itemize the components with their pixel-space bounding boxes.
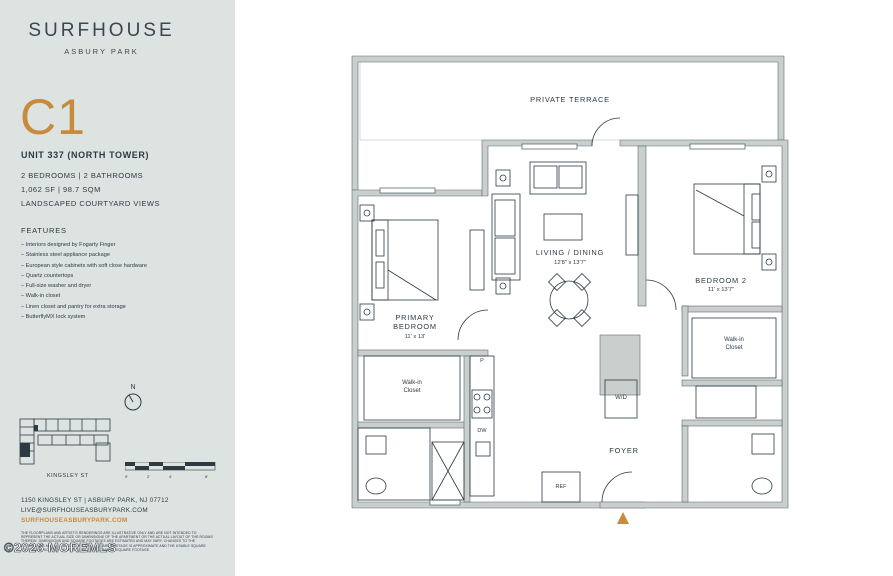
room-label-primary-1: PRIMARY xyxy=(395,313,435,322)
feature-item: – ButterflyMX lock system xyxy=(21,314,86,321)
brand-location: ASBURY PARK xyxy=(64,47,139,56)
room-dim-living: 12'8" x 13'7" xyxy=(554,260,586,266)
closet-label-1: Walk-in xyxy=(402,380,422,386)
feature-item: – Walk-in closet xyxy=(21,293,61,300)
room-label-primary-2: BEDROOM xyxy=(393,322,437,331)
scale-tick: 0' xyxy=(125,474,128,479)
unit-size: 1,062 SF | 98.7 SQM xyxy=(21,185,101,194)
feature-item: – Stainless steel appliance package xyxy=(21,252,110,259)
feature-item: – Quartz countertops xyxy=(21,272,74,279)
watermark: ©2026 MOREMLS xyxy=(4,540,117,556)
unit-title: UNIT 337 (NORTH TOWER) xyxy=(21,150,150,160)
unit-views: LANDSCAPED COURTYARD VIEWS xyxy=(21,199,160,208)
brand-name: SURFHOUSE xyxy=(28,20,175,41)
features-list: – Interiors designed by Fogarty Finger –… xyxy=(21,240,147,322)
compass-label: N xyxy=(130,384,135,391)
feature-item: – Full-size washer and dryer xyxy=(21,283,92,290)
legal-disclaimer: THE FLOORPLANS AND ARTIST'S RENDERINGS A… xyxy=(21,531,213,552)
contact-website[interactable]: SURFHOUSEASBURYPARK.COM xyxy=(21,517,128,524)
scale-tick: 8' xyxy=(205,474,208,479)
floor-plan-drawing xyxy=(351,55,789,524)
room-label-bedroom-2: BEDROOM 2 xyxy=(695,276,747,285)
contact-address: 1150 KINGSLEY ST | ASBURY PARK, NJ 07712 xyxy=(21,497,169,504)
fridge-label: REF xyxy=(555,484,567,490)
scale-tick: 4' xyxy=(169,474,172,479)
room-dim-bedroom-2: 11' x 13'7" xyxy=(707,287,735,293)
room-label-foyer: FOYER xyxy=(609,446,639,455)
info-panel: SURFHOUSE ASBURY PARK C1 UNIT 337 (NORTH… xyxy=(0,0,235,576)
feature-item: – European style cabinets with soft clos… xyxy=(21,262,147,269)
washer-dryer-label: W/D xyxy=(615,395,627,401)
features-heading: FEATURES xyxy=(21,226,67,235)
feature-item: – Linen closet and pantry for extra stor… xyxy=(21,303,126,310)
room-dim-primary: 11' x 13' xyxy=(404,334,426,340)
scale-tick: 2' xyxy=(147,474,150,479)
feature-item: – Interiors designed by Fogarty Finger xyxy=(21,242,116,248)
room-label-living: LIVING / DINING xyxy=(535,248,605,257)
contact-email[interactable]: LIVE@SURFHOUSEASBURYPARK.COM xyxy=(21,507,148,514)
unit-code: C1 xyxy=(20,89,86,145)
dishwasher-label: DW xyxy=(477,428,487,434)
unit-rooms: 2 BEDROOMS | 2 BATHROOMS xyxy=(21,171,144,180)
closet-label-2: Closet xyxy=(725,345,743,351)
room-label-terrace: PRIVATE TERRACE xyxy=(530,95,610,104)
closet-label-2: Closet xyxy=(403,388,421,394)
closet-label-1: Walk-in xyxy=(724,337,744,343)
site-key-map xyxy=(19,418,111,465)
floor-plan: PRIVATE TERRACE LIVING / DINING 12'8" x … xyxy=(340,50,800,530)
pantry-label: P xyxy=(480,358,484,364)
compass-icon: N xyxy=(124,384,142,411)
scale-bar: 0' 2' 4' 8' xyxy=(125,462,216,479)
street-label: KINGSLEY ST xyxy=(47,473,89,479)
